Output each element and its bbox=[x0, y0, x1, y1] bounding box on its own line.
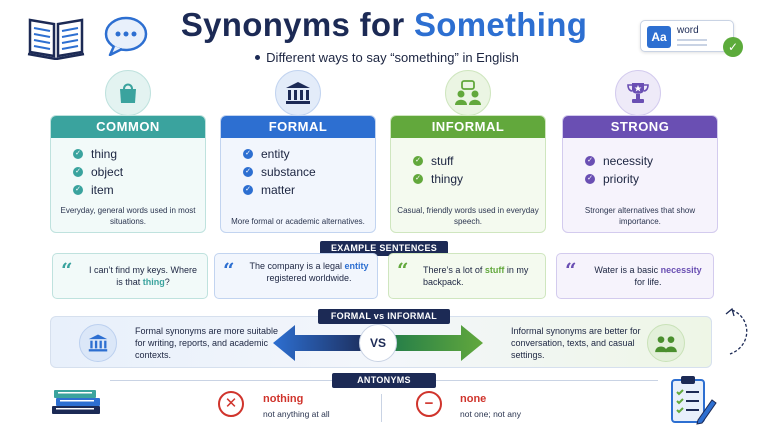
list-item: ✓item bbox=[73, 181, 205, 199]
example-sentence: There’s a lot of stuff in my backpack. bbox=[423, 265, 529, 287]
check-circle-icon: ✓ bbox=[73, 149, 83, 159]
check-circle-icon: ✓ bbox=[73, 185, 83, 195]
category-description: More formal or academic alternatives. bbox=[231, 217, 365, 226]
check-circle-icon: ✓ bbox=[73, 167, 83, 177]
antonym-definition: not one; not any bbox=[460, 409, 521, 419]
example-card-common: “ I can’t find my keys. Where is that th… bbox=[52, 253, 208, 299]
antonyms-label: ANTONYMS bbox=[332, 373, 436, 388]
open-book-icon bbox=[26, 14, 86, 65]
synonym-list: ✓stuff ✓thingy bbox=[391, 152, 545, 188]
bullet-icon bbox=[255, 55, 261, 61]
quote-icon: “ bbox=[565, 258, 577, 282]
category-card-strong: STRONG ✓necessity ✓priority Stronger alt… bbox=[562, 115, 718, 233]
title-highlight: Something bbox=[413, 6, 588, 43]
vertical-divider bbox=[381, 394, 382, 422]
list-item: ✓thing bbox=[73, 145, 205, 163]
formal-description: Formal synonyms are more suitable for wr… bbox=[135, 326, 279, 360]
trophy-icon bbox=[615, 70, 661, 116]
list-item: ✓entity bbox=[243, 145, 375, 163]
curved-arrow-icon bbox=[722, 306, 752, 363]
list-item: ✓matter bbox=[243, 181, 375, 199]
checkmark-icon: ✓ bbox=[723, 37, 743, 57]
page-title: Synonyms for Something bbox=[180, 6, 588, 43]
check-circle-icon: ✓ bbox=[243, 149, 253, 159]
institution-icon bbox=[79, 324, 117, 362]
word-card-label: word bbox=[677, 25, 699, 36]
antonym-word: none bbox=[460, 393, 487, 405]
check-circle-icon: ✓ bbox=[413, 174, 423, 184]
word-card: Aa word ✓ bbox=[640, 20, 743, 57]
antonym-word: nothing bbox=[263, 393, 304, 405]
informal-description: Informal synonyms are better for convers… bbox=[511, 326, 641, 360]
dictionary-badge-icon: Aa bbox=[647, 26, 671, 48]
check-circle-icon: ✓ bbox=[585, 174, 595, 184]
group-chat-icon bbox=[445, 70, 491, 116]
synonym-list: ✓necessity ✓priority bbox=[563, 152, 717, 188]
example-sentence: Water is a basic necessity for life. bbox=[594, 265, 702, 287]
highlighted-word: necessity bbox=[660, 265, 702, 275]
example-sentence: The company is a legal entity registered… bbox=[249, 261, 369, 283]
quote-icon: “ bbox=[397, 258, 409, 282]
minus-circle-icon: − bbox=[416, 391, 442, 417]
formal-vs-informal-label: FORMAL vs INFORMAL bbox=[318, 309, 450, 324]
list-item: ✓thingy bbox=[413, 170, 545, 188]
vs-badge: VS bbox=[359, 324, 397, 362]
category-header: FORMAL bbox=[221, 116, 375, 138]
category-header: STRONG bbox=[563, 116, 717, 138]
synonym-list: ✓entity ✓substance ✓matter bbox=[221, 145, 375, 199]
speech-bubble-icon bbox=[104, 16, 148, 61]
quote-icon: “ bbox=[61, 258, 73, 282]
category-description: Stronger alternatives that show importan… bbox=[584, 206, 696, 226]
category-description: Casual, friendly words used in everyday … bbox=[397, 206, 539, 226]
check-circle-icon: ✓ bbox=[585, 156, 595, 166]
check-circle-icon: ✓ bbox=[243, 185, 253, 195]
double-arrow-icon bbox=[273, 323, 483, 368]
category-description: Everyday, general words used in most sit… bbox=[60, 206, 196, 226]
example-sentences-label: EXAMPLE SENTENCES bbox=[320, 241, 448, 256]
people-icon bbox=[647, 324, 685, 362]
list-item: ✓substance bbox=[243, 163, 375, 181]
highlighted-word: thing bbox=[142, 277, 165, 287]
category-card-formal: FORMAL ✓entity ✓substance ✓matter More f… bbox=[220, 115, 376, 233]
example-card-informal: “ There’s a lot of stuff in my backpack. bbox=[388, 253, 546, 299]
books-stack-icon bbox=[50, 386, 104, 421]
example-sentence: I can’t find my keys. Where is that thin… bbox=[88, 265, 198, 287]
shopping-bag-icon bbox=[105, 70, 151, 116]
category-header: INFORMAL bbox=[391, 116, 545, 138]
close-circle-icon: ✕ bbox=[218, 391, 244, 417]
category-card-common: COMMON ✓thing ✓object ✓item Everyday, ge… bbox=[50, 115, 206, 233]
example-card-strong: “ Water is a basic necessity for life. bbox=[556, 253, 714, 299]
example-card-formal: “ The company is a legal entity register… bbox=[214, 253, 378, 299]
check-circle-icon: ✓ bbox=[413, 156, 423, 166]
clipboard-checklist-icon bbox=[668, 374, 718, 431]
text-lines-icon bbox=[677, 39, 707, 41]
page-subtitle: Different ways to say “something” in Eng… bbox=[0, 50, 768, 65]
highlighted-word: entity bbox=[344, 261, 369, 271]
quote-icon: “ bbox=[223, 258, 235, 282]
highlighted-word: stuff bbox=[484, 265, 505, 275]
institution-icon bbox=[275, 70, 321, 116]
list-item: ✓object bbox=[73, 163, 205, 181]
list-item: ✓stuff bbox=[413, 152, 545, 170]
list-item: ✓priority bbox=[585, 170, 717, 188]
category-header: COMMON bbox=[51, 116, 205, 138]
synonym-list: ✓thing ✓object ✓item bbox=[51, 145, 205, 199]
antonym-definition: not anything at all bbox=[263, 409, 330, 419]
list-item: ✓necessity bbox=[585, 152, 717, 170]
check-circle-icon: ✓ bbox=[243, 167, 253, 177]
category-card-informal: INFORMAL ✓stuff ✓thingy Casual, friendly… bbox=[390, 115, 546, 233]
